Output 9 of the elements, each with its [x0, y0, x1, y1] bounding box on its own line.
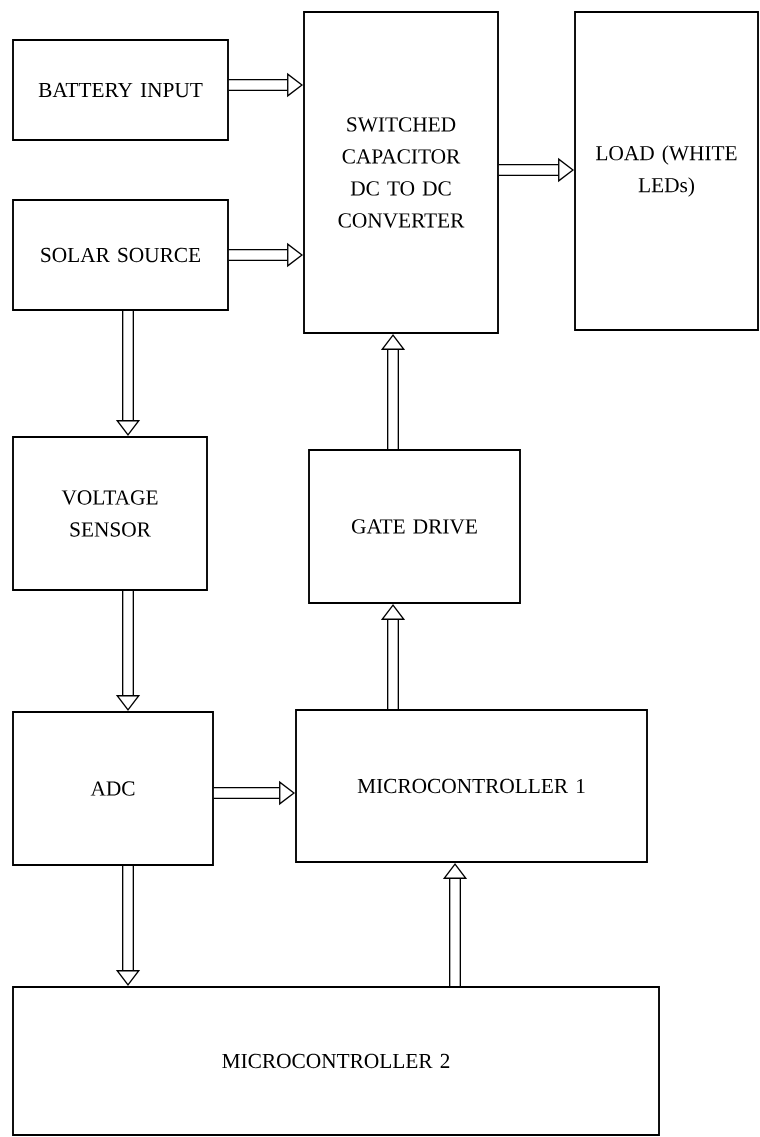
block-box: GATE DRIVE	[308, 449, 521, 604]
block-box: ADC	[12, 711, 214, 866]
block-box: MICROCONTROLLER 1	[295, 709, 648, 863]
block-box: SWITCHED CAPACITOR DC TO DC CONVERTER	[303, 11, 499, 334]
block-box: BATTERY INPUT	[12, 39, 229, 141]
block-box: LOAD (WHITE LEDs)	[574, 11, 759, 331]
block-box: VOLTAGE SENSOR	[12, 436, 208, 591]
block-box: MICROCONTROLLER 2	[12, 986, 660, 1136]
block-box: SOLAR SOURCE	[12, 199, 229, 311]
